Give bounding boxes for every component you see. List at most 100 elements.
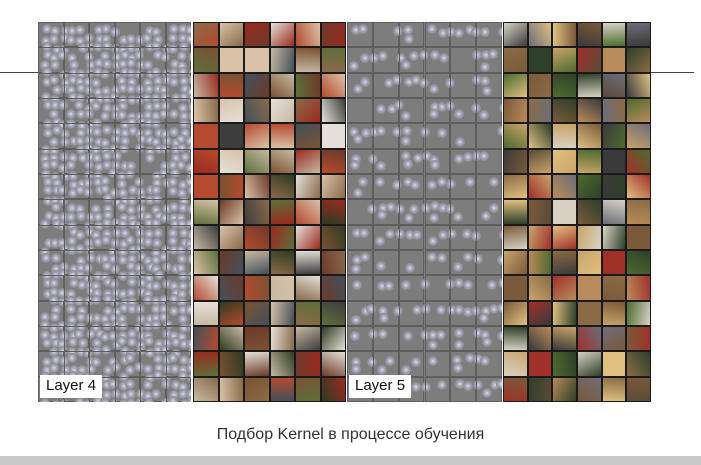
feature-activation-dot (118, 303, 129, 314)
feature-activation-dot (159, 213, 170, 224)
feature-activation-dot (187, 171, 191, 182)
feature-activation-dot (118, 289, 129, 300)
image-patch-tile (320, 351, 346, 377)
feature-activation-dot (150, 218, 161, 229)
feature-map-cell (424, 47, 451, 73)
feature-activation-dot (426, 179, 437, 190)
image-patch-tile (503, 123, 528, 149)
feature-activation-dot (101, 59, 112, 70)
feature-activation-dot (472, 328, 483, 339)
feature-activation-dot (58, 269, 69, 280)
feature-activation-dot (66, 34, 77, 45)
image-patch-tile (269, 148, 295, 174)
feature-activation-dot (91, 100, 102, 111)
feature-map-cell (450, 148, 477, 174)
feature-activation-dot (111, 196, 122, 207)
feature-activation-dot (150, 264, 161, 275)
feature-activation-dot (179, 76, 190, 87)
feature-activation-dot (178, 102, 188, 113)
feature-activation-dot (100, 271, 111, 282)
image-patch-tile (244, 275, 270, 301)
feature-activation-dot (472, 49, 483, 60)
feature-activation-dot (58, 162, 69, 173)
feature-activation-dot (350, 356, 361, 367)
feature-activation-dot (145, 152, 156, 163)
feature-map-cell (347, 22, 373, 48)
image-patch-tile (503, 224, 528, 250)
feature-activation-dot (66, 235, 77, 246)
feature-activation-dot (454, 304, 465, 315)
feature-activation-dot (127, 76, 138, 87)
feature-activation-dot (127, 125, 138, 136)
feature-activation-dot (91, 294, 102, 305)
feature-activation-dot (77, 153, 88, 164)
image-patch-tile (626, 250, 651, 276)
layer-5-feature-maps (347, 22, 502, 402)
feature-activation-dot (111, 306, 122, 317)
feature-activation-dot (430, 160, 441, 171)
feature-activation-dot (159, 345, 170, 356)
image-patch-tile (626, 22, 651, 48)
image-patch-tile (295, 275, 321, 301)
feature-activation-dot (160, 91, 171, 102)
feature-activation-dot (383, 281, 394, 292)
image-patch-tile (552, 275, 577, 301)
layer-5-image-patches (503, 22, 651, 402)
image-patch-tile (269, 351, 295, 377)
feature-activation-dot (479, 150, 490, 161)
feature-activation-dot (43, 128, 54, 139)
image-patch-tile (601, 250, 627, 276)
feature-activation-dot (159, 252, 170, 263)
feature-activation-dot (186, 373, 191, 384)
feature-activation-dot (178, 382, 189, 393)
feature-activation-dot (57, 345, 68, 356)
feature-map-cell (398, 98, 425, 124)
feature-map-cell (398, 174, 425, 200)
feature-activation-dot (69, 364, 80, 375)
feature-activation-dot (40, 397, 51, 402)
feature-activation-dot (100, 85, 111, 96)
image-patch-tile (601, 123, 627, 149)
feature-activation-dot (83, 178, 94, 189)
feature-activation-dot (116, 313, 127, 324)
feature-activation-dot (168, 67, 179, 78)
feature-activation-dot (116, 75, 127, 86)
feature-activation-dot (352, 84, 363, 95)
image-patch-tile (269, 300, 295, 326)
feature-activation-dot (136, 133, 147, 144)
feature-activation-dot (67, 336, 78, 347)
feature-activation-dot (184, 135, 191, 146)
feature-activation-dot (411, 381, 422, 392)
feature-activation-dot (101, 151, 112, 162)
image-patch-tile (193, 47, 219, 73)
feature-activation-dot (401, 111, 412, 122)
image-patch-tile (577, 123, 602, 149)
feature-activation-dot (152, 370, 163, 381)
feature-activation-dot (143, 212, 154, 223)
feature-activation-dot (57, 238, 68, 249)
feature-activation-dot (411, 357, 422, 368)
feature-activation-dot (376, 103, 387, 114)
feature-activation-dot (496, 303, 502, 314)
feature-visualization-figure: Layer 4 Layer 5 (38, 22, 651, 402)
feature-activation-dot (75, 184, 86, 195)
feature-activation-dot (41, 41, 52, 52)
feature-activation-dot (360, 127, 371, 138)
feature-map-cell (424, 148, 451, 174)
feature-activation-dot (118, 399, 129, 402)
feature-activation-dot (119, 346, 130, 357)
feature-activation-dot (352, 134, 363, 145)
feature-activation-dot (427, 339, 438, 350)
feature-activation-dot (75, 243, 86, 254)
feature-activation-dot (168, 331, 179, 342)
feature-activation-dot (151, 101, 162, 111)
feature-activation-dot (392, 75, 403, 86)
feature-activation-dot (377, 203, 388, 214)
feature-activation-dot (499, 103, 502, 114)
feature-activation-dot (153, 35, 164, 46)
feature-activation-dot (52, 177, 63, 188)
feature-activation-dot (68, 226, 79, 237)
image-patch-tile (218, 47, 244, 73)
feature-activation-dot (168, 305, 179, 316)
feature-activation-dot (178, 111, 189, 122)
